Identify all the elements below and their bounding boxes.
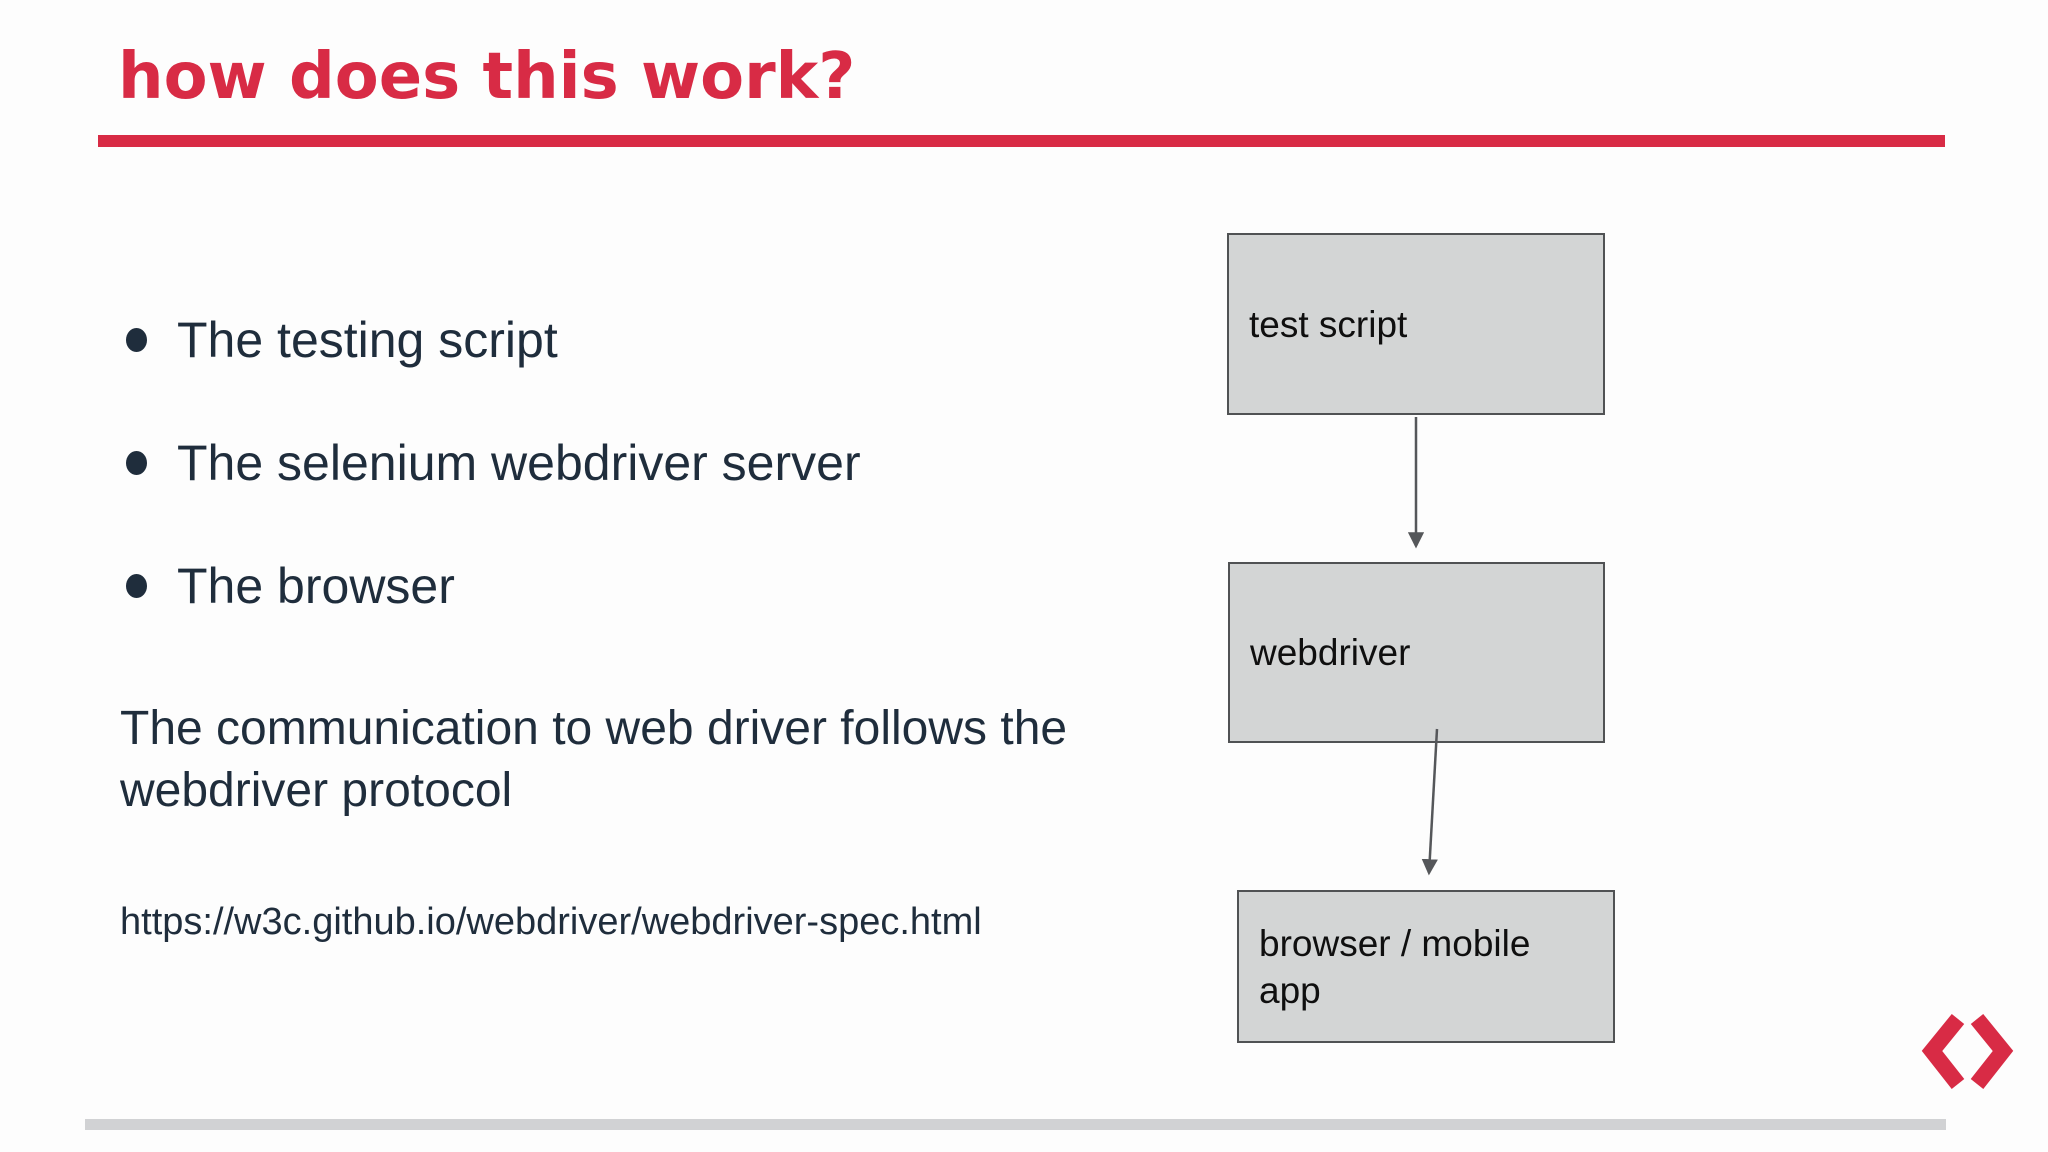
- bullet-list: The testing script The selenium webdrive…: [126, 312, 861, 681]
- webdriver-spec-url: https://w3c.github.io/webdriver/webdrive…: [120, 901, 982, 943]
- body-paragraph: The communication to web driver follows …: [120, 702, 1068, 817]
- bullet-label: The testing script: [177, 312, 558, 368]
- bullet-dot-icon: [126, 328, 147, 352]
- list-item: The selenium webdriver server: [126, 435, 861, 491]
- bullet-label: The browser: [177, 558, 455, 614]
- diagram-node-webdriver: webdriver: [1228, 562, 1605, 743]
- page-title: how does this work?: [118, 40, 856, 114]
- bullet-dot-icon: [126, 574, 147, 598]
- title-underline-rule: [98, 135, 1945, 147]
- diagram-node-label: webdriver: [1250, 632, 1411, 673]
- diagram-node-label: browser / mobile app: [1259, 922, 1531, 1011]
- diagram-node-label: test script: [1249, 303, 1408, 345]
- bullet-dot-icon: [126, 451, 147, 475]
- list-item: The testing script: [126, 312, 861, 368]
- bullet-label: The selenium webdriver server: [177, 435, 861, 491]
- diagram-node-browser-mobile-app: browser / mobile app: [1237, 890, 1615, 1043]
- diagram-node-test-script: test script: [1227, 233, 1605, 415]
- footer-rule: [85, 1119, 1946, 1130]
- list-item: The browser: [126, 558, 861, 614]
- arrow-webdriver-to-browser: [1421, 728, 1439, 876]
